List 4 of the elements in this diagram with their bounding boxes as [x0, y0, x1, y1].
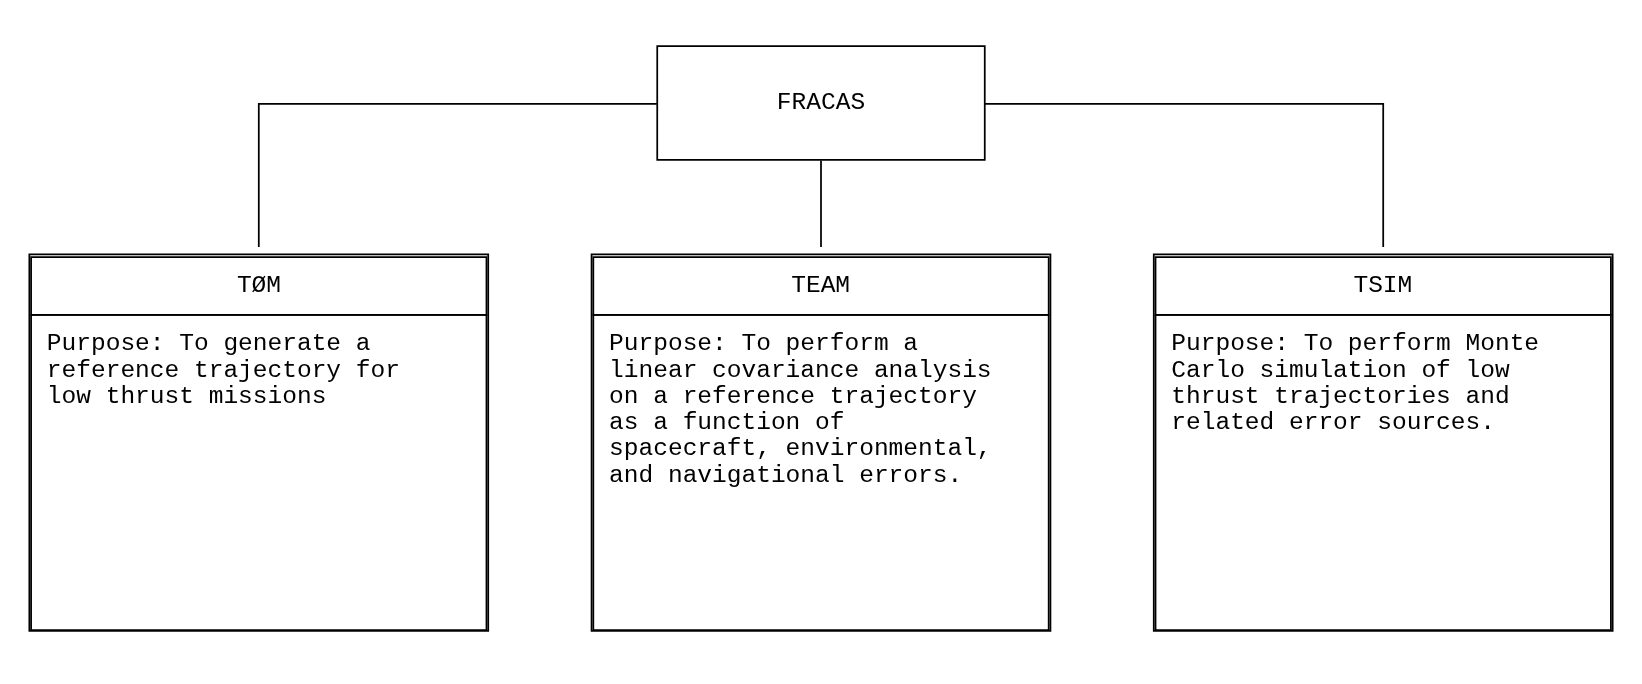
node-box: FRACAS: [656, 45, 986, 161]
connector: [257, 102, 658, 248]
connector: [820, 159, 822, 248]
connector: [984, 102, 1385, 248]
